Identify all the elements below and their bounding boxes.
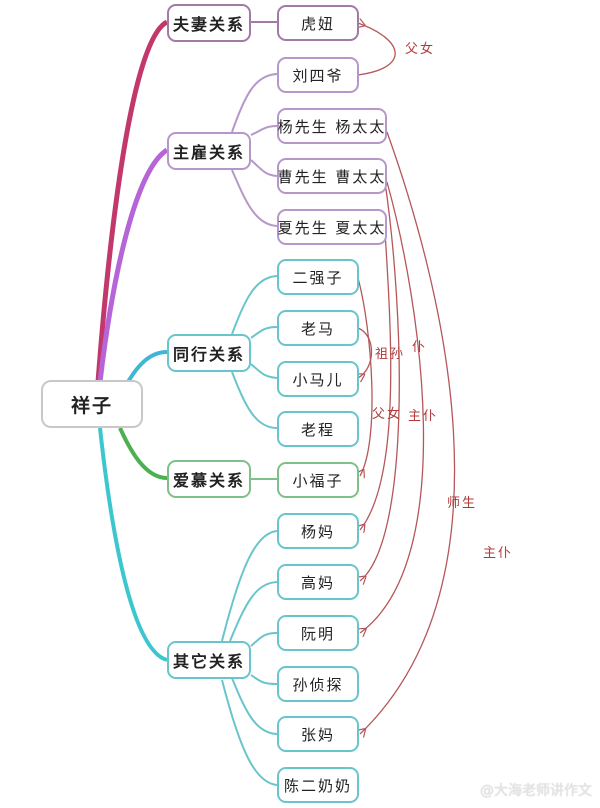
leaf-xia-family[interactable]: 夏先生 夏太太 (277, 209, 387, 245)
relation-arrow-xia-yangma (360, 231, 392, 530)
relation-arrow-erqiangzi-xiaofuzi (358, 277, 373, 476)
leaf-xiaomaer[interactable]: 小马儿 (277, 361, 359, 397)
leaf-ruanming[interactable]: 阮明 (277, 615, 359, 651)
category-employer[interactable]: 主雇关系 (167, 132, 251, 170)
leaf-chenernainai[interactable]: 陈二奶奶 (277, 767, 359, 803)
relation-arrow-yang-zhangma (360, 131, 456, 734)
leaf-sunzhentan[interactable]: 孙侦探 (277, 666, 359, 702)
category-other[interactable]: 其它关系 (167, 641, 251, 679)
link-other-0 (221, 530, 278, 642)
watermark: @大海老师讲作文 (480, 783, 592, 799)
link-employer-0 (231, 73, 278, 133)
branch-peer (126, 350, 168, 384)
category-love[interactable]: 爱慕关系 (167, 460, 251, 498)
branch-other (98, 427, 168, 662)
link-peer-0 (231, 275, 278, 335)
link-peer-3 (231, 371, 278, 429)
relation-arrow-laoma-xiaomaer (358, 327, 372, 378)
leaf-zhangma[interactable]: 张妈 (277, 716, 359, 752)
link-peer-1 (250, 326, 278, 339)
relation-label-servant-overlap: 仆 (412, 340, 428, 355)
link-peer-2 (250, 363, 278, 379)
relation-label-father-daughter-top: 父女 (405, 42, 436, 57)
relation-label-father-daughter-mid: 父女 (372, 407, 403, 422)
link-other-3 (250, 674, 278, 685)
leaf-yang-family[interactable]: 杨先生 杨太太 (277, 108, 387, 144)
leaf-liusiye[interactable]: 刘四爷 (277, 57, 359, 93)
relation-label-teacher-student: 师生 (447, 496, 478, 511)
relation-arrow-cao-gaoma (360, 181, 400, 581)
relation-label-grandfather-grandson: 祖孙 (375, 347, 406, 362)
link-employer-1 (250, 125, 278, 136)
branch-spouse (95, 19, 169, 383)
branch-employer (97, 147, 169, 383)
leaf-xiaofuzi[interactable]: 小福子 (277, 462, 359, 498)
leaf-cao-family[interactable]: 曹先生 曹太太 (277, 158, 387, 194)
relation-label-master-servant-low: 主仆 (483, 546, 514, 561)
link-employer-3 (231, 169, 278, 227)
category-peer[interactable]: 同行关系 (167, 334, 251, 372)
leaf-huniu[interactable]: 虎妞 (277, 5, 359, 41)
leaf-laoma[interactable]: 老马 (277, 310, 359, 346)
relation-label-master-servant-mid: 主仆 (408, 409, 439, 424)
relation-arrow-cao-ruanming (360, 181, 425, 633)
link-other-5 (221, 679, 278, 786)
link-other-1 (229, 581, 278, 642)
leaf-erqiangzi[interactable]: 二强子 (277, 259, 359, 295)
leaf-laocheng[interactable]: 老程 (277, 411, 359, 447)
relation-arrow-liusiye-huniu (358, 23, 396, 76)
link-other-2 (250, 632, 278, 647)
branch-love (118, 427, 168, 480)
leaf-yangma[interactable]: 杨妈 (277, 513, 359, 549)
category-spouse[interactable]: 夫妻关系 (167, 4, 251, 42)
root-node[interactable]: 祥子 (41, 380, 143, 428)
link-other-4 (231, 677, 278, 735)
leaf-gaoma[interactable]: 高妈 (277, 564, 359, 600)
link-employer-2 (250, 159, 278, 177)
